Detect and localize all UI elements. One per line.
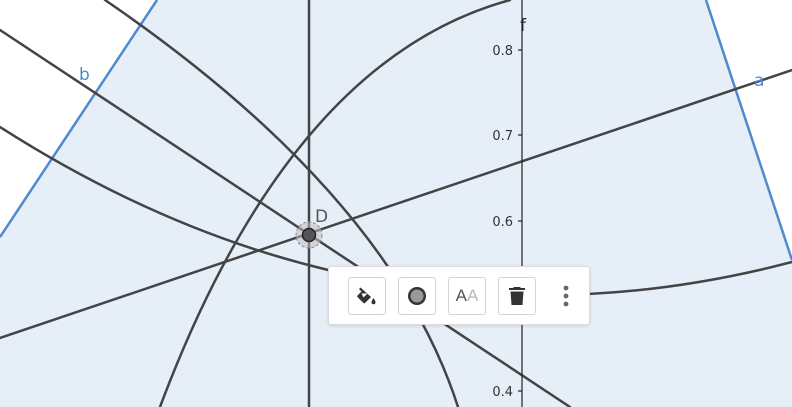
paint-bucket-icon [357,287,376,305]
y-tick-label: 0.8 [492,44,513,59]
point-style-button[interactable] [398,277,436,315]
y-tick-label: 0.7 [492,129,513,144]
label-f[interactable]: f [520,16,527,36]
label-a[interactable]: a [754,71,764,91]
trash-icon [509,287,525,305]
curve-arc-2[interactable] [158,0,512,407]
fill-color-button[interactable] [348,277,386,315]
text-style-button[interactable]: AA [448,277,486,315]
point-d[interactable] [295,221,323,249]
label-b[interactable]: b [79,65,90,85]
straight-line-2[interactable] [0,68,792,340]
more-options-button[interactable] [551,277,581,315]
line-b[interactable] [0,0,159,238]
straight-line-1[interactable] [0,28,572,407]
more-vertical-icon [563,285,569,307]
delete-button[interactable] [498,277,536,315]
text-style-icon: AA [455,286,479,305]
y-axis-tick-marks [518,49,522,392]
y-tick-label: 0.6 [492,215,513,230]
point-style-icon [408,287,426,305]
label-d[interactable]: D [315,207,328,227]
style-toolbar: AA [328,266,590,325]
line-a[interactable] [704,0,792,261]
curve-arc-1[interactable] [103,0,460,407]
y-tick-label: 0.4 [492,385,513,400]
